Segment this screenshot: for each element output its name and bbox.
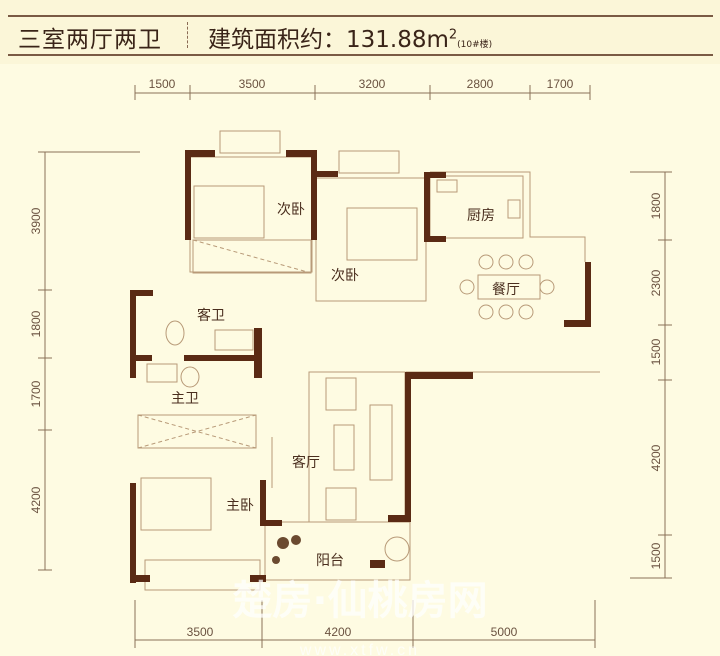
header-bottom-rule [8,54,713,56]
sink [214,329,254,351]
area-value: 131.88m [346,27,449,53]
room-label-dining: 餐厅 [492,282,520,298]
dim-right-1: 1800 [649,192,663,219]
dim-top-2: 3500 [239,77,266,91]
room-label-bedroom: 次卧 [331,268,359,284]
room-label-master-bath: 主卫 [171,391,199,407]
dim-right-2: 2300 [649,269,663,296]
dim-bottom-1: 3500 [187,625,214,639]
room-label-bedroom: 次卧 [277,202,305,218]
bed [193,185,265,239]
dim-left-1: 3900 [29,207,43,234]
dim-top-4: 2800 [467,77,494,91]
room-label-master-bedroom: 主卧 [226,498,254,514]
area-label: 建筑面积约： [208,27,346,53]
dim-right-4: 4200 [649,444,663,471]
dim-right-3: 1500 [649,338,663,365]
toilet [165,320,185,346]
dim-top-3: 3200 [359,77,386,91]
dim-left-4: 4200 [29,486,43,513]
header-band: 三室两厅两卫 建筑面积约：131.88m2(10#楼) [0,0,720,64]
toilet [180,366,200,388]
bed [140,477,212,531]
header-top-rule [8,15,713,17]
dim-bottom-3: 5000 [491,625,518,639]
room-label-living: 客厅 [292,454,320,471]
dim-top-1: 1500 [149,77,176,91]
coffee-table [333,424,355,471]
watermark-brand: 楚房·仙桃房网 [232,578,487,624]
dim-right-5: 1500 [649,542,663,569]
room-label-kitchen: 厨房 [467,208,495,224]
sofa [369,404,393,481]
room-label-guest-bath: 客卫 [197,307,225,324]
room-label-balcony: 阳台 [316,553,344,569]
area-text: 建筑面积约：131.88m2(10#楼) [208,20,492,54]
sink [146,363,178,383]
dim-top-5: 1700 [547,77,574,91]
watermark-url: www.xtfw.cn [299,642,420,656]
area-sup: 2 [448,27,458,43]
dim-bottom-2: 4200 [325,625,352,639]
walls [130,150,591,583]
dimension-lines [38,85,672,648]
bed [346,207,418,261]
layout-type: 三室两厅两卫 [18,27,162,53]
header-divider [187,22,188,48]
dim-left-2: 1800 [29,310,43,337]
building-note: (10#楼) [457,40,493,50]
plant-icon [272,535,301,564]
chairs [459,254,555,320]
dim-left-3: 1700 [29,380,43,407]
